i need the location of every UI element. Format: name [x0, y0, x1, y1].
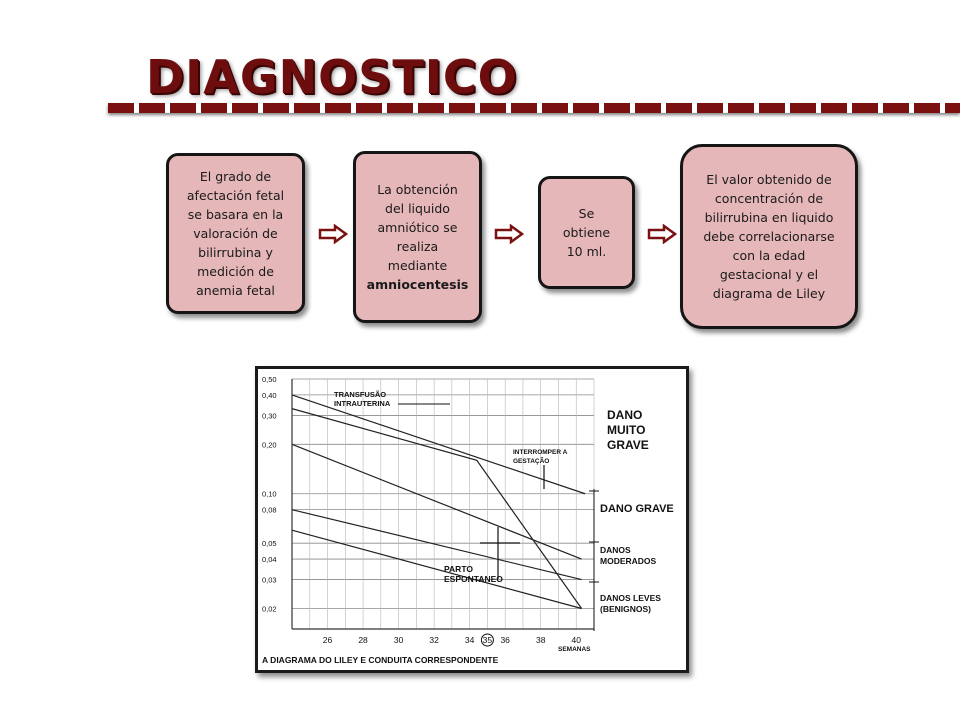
flow-step-2-bold-term: amniocentesis [366, 277, 469, 292]
y-tick-label: 0,03 [262, 576, 277, 585]
x-tick-label: 26 [323, 635, 333, 645]
zone-label-line: (BENIGNOS) [600, 604, 651, 614]
flow-step-1-line: medición de [197, 264, 274, 279]
x-tick-label: 30 [394, 635, 404, 645]
flow-step-4-line: con la edad [732, 248, 806, 263]
flow-arrow-icon [494, 224, 524, 244]
zone-label-line: DANOS [600, 545, 631, 555]
x-axis-labels: 26 28 30 32 34 35 36 38 40 [323, 633, 582, 647]
flow-step-2-line: realiza [396, 239, 439, 254]
flow-arrow-icon [318, 224, 348, 244]
zone-label-line: GRAVE [607, 438, 649, 452]
x-tick-label: 35 [483, 635, 493, 645]
flow-arrow-icon [647, 224, 677, 244]
y-tick-label: 0,02 [262, 604, 277, 613]
flow-step-4-line: gestacional y el [719, 267, 819, 282]
zone-label-line: MODERADOS [600, 556, 657, 566]
zone-grave: DANO GRAVE [600, 503, 674, 515]
chart-series-line [291, 529, 582, 610]
flow-step-2-line: mediante [387, 258, 448, 273]
annotation-parto-line: PARTO [444, 564, 473, 574]
page-title: DIAGNOSTICO [146, 50, 518, 104]
annotation-interrupt-line: GESTAÇÃO [513, 456, 549, 465]
flow-step-4-line: El valor obtenido de [706, 172, 832, 187]
flow-step-2-line: del liquido [385, 201, 450, 216]
flow-step-4-line: bilirrubina en liquido [704, 210, 834, 225]
annotation-transfusion-line: TRANSFUSÃO [334, 390, 386, 399]
annotation-parto: PARTO ESPONTANEO [444, 564, 503, 584]
annotation-parto-line: ESPONTANEO [444, 574, 503, 584]
zone-label-line: DANO [607, 408, 642, 422]
flow-step-1-line: El grado de [199, 169, 272, 184]
y-tick-label: 0,10 [262, 490, 277, 499]
y-tick-label: 0,30 [262, 411, 277, 420]
y-tick-label: 0,40 [262, 391, 277, 400]
zone-label-line: DANOS LEVES [600, 593, 661, 603]
flow-step-1-line: afectación fetal [186, 188, 285, 203]
title-underline [108, 103, 960, 113]
zone-label-line: MUITO [607, 423, 645, 437]
flow-step-1-line: se basara en la [187, 207, 284, 222]
y-tick-label: 0,08 [262, 506, 277, 515]
annotation-interrupt-line: INTERROMPER A [513, 449, 568, 456]
annotation-transfusion-line: INTRAUTERINA [334, 399, 391, 408]
annotation-interrupt: INTERROMPER A GESTAÇÃO [513, 449, 569, 465]
y-tick-label: 0,50 [262, 375, 277, 384]
flow-step-4-line: diagrama de Liley [712, 286, 826, 301]
flow-step-4-line: concentración de [714, 191, 824, 206]
chart-lines [291, 394, 586, 610]
chart-caption: A DIAGRAMA DO LILEY E CONDUITA CORRESPON… [262, 655, 499, 665]
x-tick-label: 32 [429, 635, 439, 645]
flow-step-1: El grado de afectación fetal se basara e… [166, 153, 305, 314]
y-tick-label: 0,20 [262, 440, 277, 449]
flow-step-3-line: 10 ml. [566, 244, 607, 259]
flow-step-3-line: Se [578, 206, 595, 221]
liley-chart-svg: 0,50 0,40 0,30 0,20 0,10 0,08 0,05 0,04 0,03 0,02… [262, 375, 674, 665]
y-tick-label: 0,04 [262, 555, 277, 564]
x-tick-label: 28 [358, 635, 368, 645]
x-tick-label: 36 [500, 635, 510, 645]
zone-muito-grave: DANO MUITO GRAVE [607, 408, 649, 452]
zone-moderados: DANOS MODERADOS [600, 545, 657, 566]
flow-step-2: La obtención del liquido amniótico se re… [353, 151, 482, 323]
chart-series-line [291, 509, 582, 581]
x-axis-title: SEMANAS [558, 646, 591, 653]
flow-step-1-line: valoración de [193, 226, 278, 241]
y-tick-label: 0,05 [262, 539, 277, 548]
chart-series-line [291, 408, 583, 609]
y-axis-labels: 0,50 0,40 0,30 0,20 0,10 0,08 0,05 0,04 0,03 0,02 [262, 375, 277, 613]
flow-step-4-line: debe correlacionarse [703, 229, 835, 244]
flow-step-4: El valor obtenido de concentración de bi… [680, 144, 858, 329]
flow-step-2-line: amniótico se [377, 220, 458, 235]
flow-step-3: Se obtiene 10 ml. [538, 176, 635, 289]
x-tick-label: 40 [572, 635, 582, 645]
x-tick-label: 38 [536, 635, 546, 645]
annotation-transfusion: TRANSFUSÃO INTRAUTERINA [334, 390, 391, 408]
x-tick-label: 34 [465, 635, 475, 645]
flow-step-2-line: La obtención [377, 182, 458, 197]
zone-leves: DANOS LEVES (BENIGNOS) [600, 593, 663, 614]
chart-series-line [291, 394, 586, 495]
flow-step-1-line: bilirrubina y [198, 245, 273, 260]
chart-series-line [291, 443, 582, 560]
x-tick-circle [480, 633, 494, 647]
flow-step-3-line: obtiene [562, 225, 611, 240]
flow-step-1-line: anemia fetal [196, 283, 275, 298]
liley-diagram: 0,50 0,40 0,30 0,20 0,10 0,08 0,05 0,04 0,03 0,02… [255, 366, 689, 673]
